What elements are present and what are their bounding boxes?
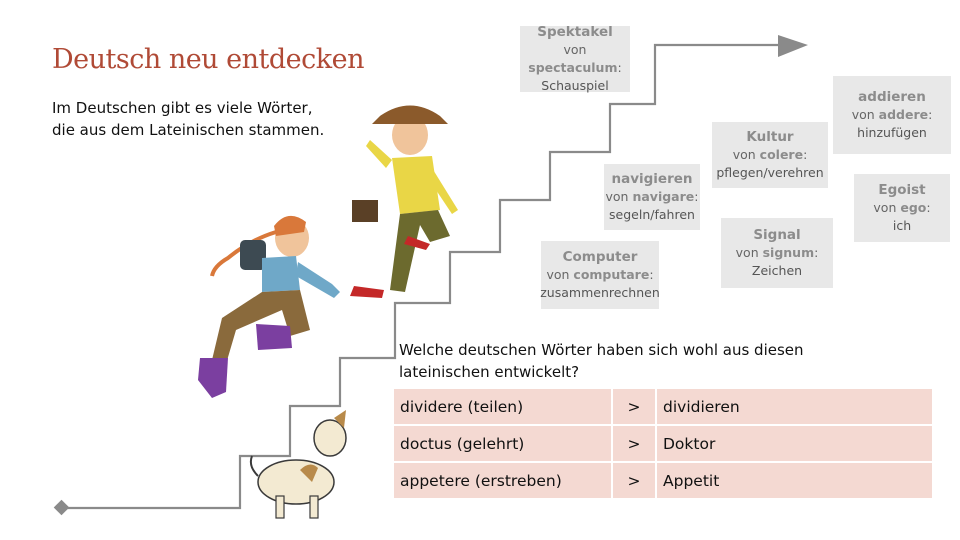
intro-line-2: die aus dem Lateinischen stammen. [52, 121, 325, 139]
latin-word-cell: appetere (erstreben) [392, 461, 613, 500]
intro-line-1: Im Deutschen gibt es viele Wörter, [52, 99, 313, 117]
card-source: von computare: [546, 267, 654, 282]
card-meaning: segeln/fahren [609, 207, 695, 222]
word-card-kultur: Kultur von colere: pflegen/verehren [712, 122, 828, 188]
card-meaning: zusammenrechnen [540, 285, 660, 300]
card-word: Computer [562, 249, 638, 265]
card-word: addieren [858, 89, 926, 105]
latin-word-cell: doctus (gelehrt) [392, 424, 613, 463]
word-card-computer: Computer von computare: zusammenrechnen [540, 241, 660, 309]
stairs-line [62, 43, 795, 510]
question-text: Welche deutschen Wörter haben sich wohl … [399, 339, 869, 383]
table-row: doctus (gelehrt) > Doktor [392, 424, 934, 463]
arrow-cell: > [611, 387, 657, 426]
intro-text: Im Deutschen gibt es viele Wörter, die a… [52, 97, 372, 141]
card-source: von spectaculum: [528, 42, 622, 75]
question-line-2: lateinischen entwickelt? [399, 363, 580, 381]
word-derivation-table: dividere (teilen) > dividieren doctus (g… [392, 387, 934, 500]
card-source: von ego: [873, 200, 931, 215]
latin-word-cell: dividere (teilen) [392, 387, 613, 426]
word-card-signal: Signal von signum: Zeichen [721, 218, 833, 288]
stairs-end-arrow [778, 35, 808, 57]
card-word: Egoist [878, 182, 926, 198]
page-title: Deutsch neu entdecken [52, 44, 364, 75]
dog-illustration [249, 410, 347, 519]
german-word-cell: Appetit [655, 461, 934, 500]
german-word-cell: dividieren [655, 387, 934, 426]
card-meaning: Zeichen [751, 263, 803, 278]
boy-explorer-illustration [350, 105, 458, 298]
card-source: von navigare: [605, 189, 699, 204]
card-word: navigieren [611, 171, 693, 187]
card-meaning: Schauspiel [541, 78, 609, 93]
card-source: von colere: [732, 147, 808, 162]
card-meaning: pflegen/verehren [716, 165, 824, 180]
card-meaning: ich [892, 218, 912, 233]
card-source: von signum: [735, 245, 819, 260]
word-card-spektakel: Spektakel von spectaculum: Schauspiel [520, 24, 630, 93]
card-meaning: hinzufügen [857, 125, 927, 140]
card-word: Signal [753, 227, 801, 243]
german-word-cell: Doktor [655, 424, 934, 463]
word-card-egoist: Egoist von ego: ich [854, 174, 950, 242]
card-word: Kultur [746, 129, 794, 145]
word-card-navigieren: navigieren von navigare: segeln/fahren [604, 164, 700, 230]
card-word: Spektakel [537, 24, 613, 40]
table-row: appetere (erstreben) > Appetit [392, 461, 934, 500]
table-row: dividere (teilen) > dividieren [392, 387, 934, 426]
arrow-cell: > [611, 461, 657, 500]
card-source: von addere: [851, 107, 933, 122]
word-card-addieren: addieren von addere: hinzufügen [833, 76, 951, 154]
arrow-cell: > [611, 424, 657, 463]
question-line-1: Welche deutschen Wörter haben sich wohl … [399, 341, 804, 359]
girl-explorer-illustration [198, 215, 340, 398]
